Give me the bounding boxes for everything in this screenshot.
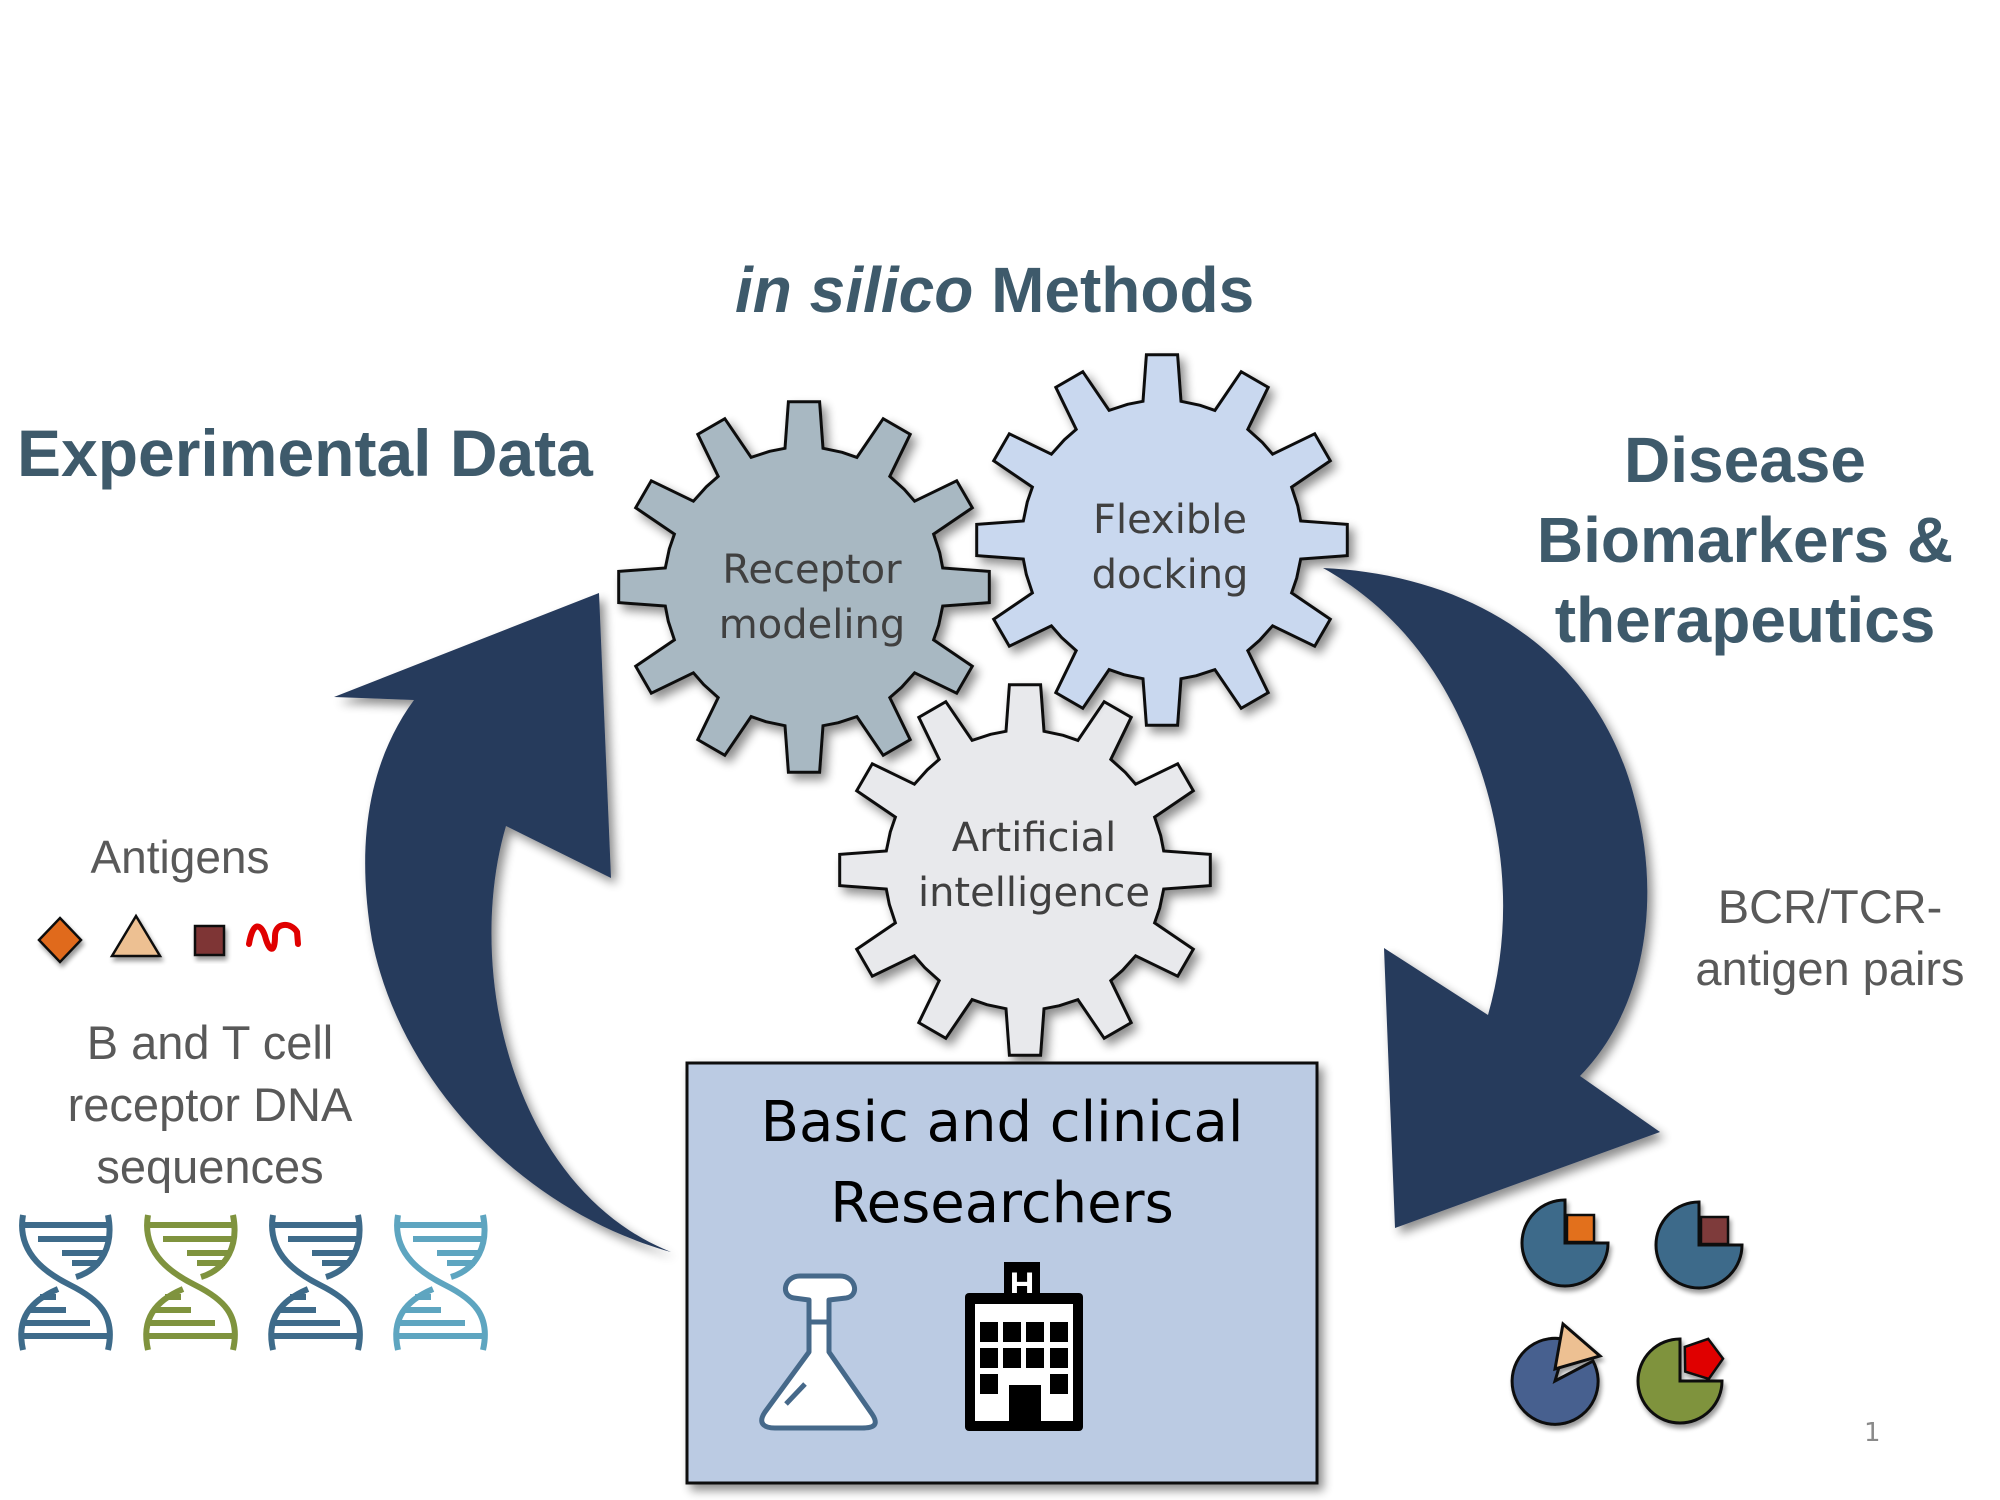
hospital-window <box>1026 1348 1044 1368</box>
cycle-arrow-down <box>1323 568 1660 1228</box>
methods-title-rest: Methods <box>973 254 1255 326</box>
gear-label-receptor-modeling: Receptor modeling <box>719 543 905 653</box>
hospital-window <box>1026 1322 1044 1342</box>
receptor-antigen-pair-icon <box>1654 1200 1744 1290</box>
disease-title-line: therapeutics <box>1554 584 1936 656</box>
pairs-line: BCR/TCR- <box>1717 880 1943 933</box>
gear-artificial-intelligence <box>838 683 1212 1057</box>
pairs-label: BCR/TCR- antigen pairs <box>1660 876 2000 1000</box>
dna-helix-icon <box>143 1214 238 1351</box>
antigen-square-icon <box>193 924 226 957</box>
flask-icon <box>759 1273 878 1431</box>
sequences-line: receptor DNA <box>67 1078 353 1131</box>
gear-label-artificial-intelligence: Artificial intelligence <box>918 811 1150 921</box>
researchers-title-line: Basic and clinical <box>760 1090 1244 1155</box>
disease-title-line: Disease <box>1624 424 1866 496</box>
sequences-line: B and T cell <box>86 1016 334 1069</box>
hospital-icon: H <box>965 1262 1083 1431</box>
disease-title: Disease Biomarkers & therapeutics <box>1500 420 1990 660</box>
gear-label-line: Receptor <box>722 546 902 593</box>
hospital-window <box>1003 1322 1021 1342</box>
hospital-window <box>1050 1322 1068 1342</box>
gear-label-line: docking <box>1091 552 1249 598</box>
receptor-antigen-pair-icon <box>1520 1198 1610 1288</box>
gear-label-line: intelligence <box>917 870 1151 916</box>
hospital-window <box>1050 1374 1068 1394</box>
hospital-window <box>980 1374 998 1394</box>
hospital-window <box>1003 1348 1021 1368</box>
methods-title-italic: in silico <box>735 254 974 326</box>
gear-flexible-docking <box>975 353 1349 727</box>
hospital-window <box>1050 1348 1068 1368</box>
gear-label-line: Flexible <box>1093 496 1247 543</box>
receptor-antigen-pair-icon <box>1636 1337 1725 1425</box>
sequences-label: B and T cell receptor DNA sequences <box>30 1012 390 1198</box>
receptor-antigen-pair-icon <box>1510 1321 1604 1426</box>
hospital-window <box>980 1322 998 1342</box>
dna-helix-icon <box>18 1214 113 1351</box>
pairs-line: antigen pairs <box>1695 942 1965 995</box>
cycle-arrow-up <box>334 593 671 1252</box>
gear-label-line: Artificial <box>951 814 1117 861</box>
dna-helix-icon <box>393 1214 488 1351</box>
gear-receptor-modeling <box>617 400 991 774</box>
hospital-window <box>980 1348 998 1368</box>
antigens-label: Antigens <box>90 831 270 883</box>
gear-label-flexible-docking: Flexible docking <box>1092 493 1249 603</box>
gear-label-line: modeling <box>718 602 906 648</box>
researchers-title: Basic and clinical Researchers <box>687 1082 1317 1244</box>
methods-title: in silico Methods <box>735 258 1254 322</box>
antigen-diamond-icon <box>37 916 83 964</box>
disease-title-line: Biomarkers & <box>1536 504 1954 576</box>
researchers-title-line: Researchers <box>830 1171 1174 1236</box>
experimental-data-title: Experimental Data <box>17 416 593 490</box>
page-number: 1 <box>1864 1418 1881 1448</box>
dna-helix-icon <box>268 1214 363 1351</box>
antigen-triangle-icon <box>109 913 163 958</box>
antigen-squiggle-icon <box>246 922 301 952</box>
sequences-line: sequences <box>96 1140 324 1193</box>
